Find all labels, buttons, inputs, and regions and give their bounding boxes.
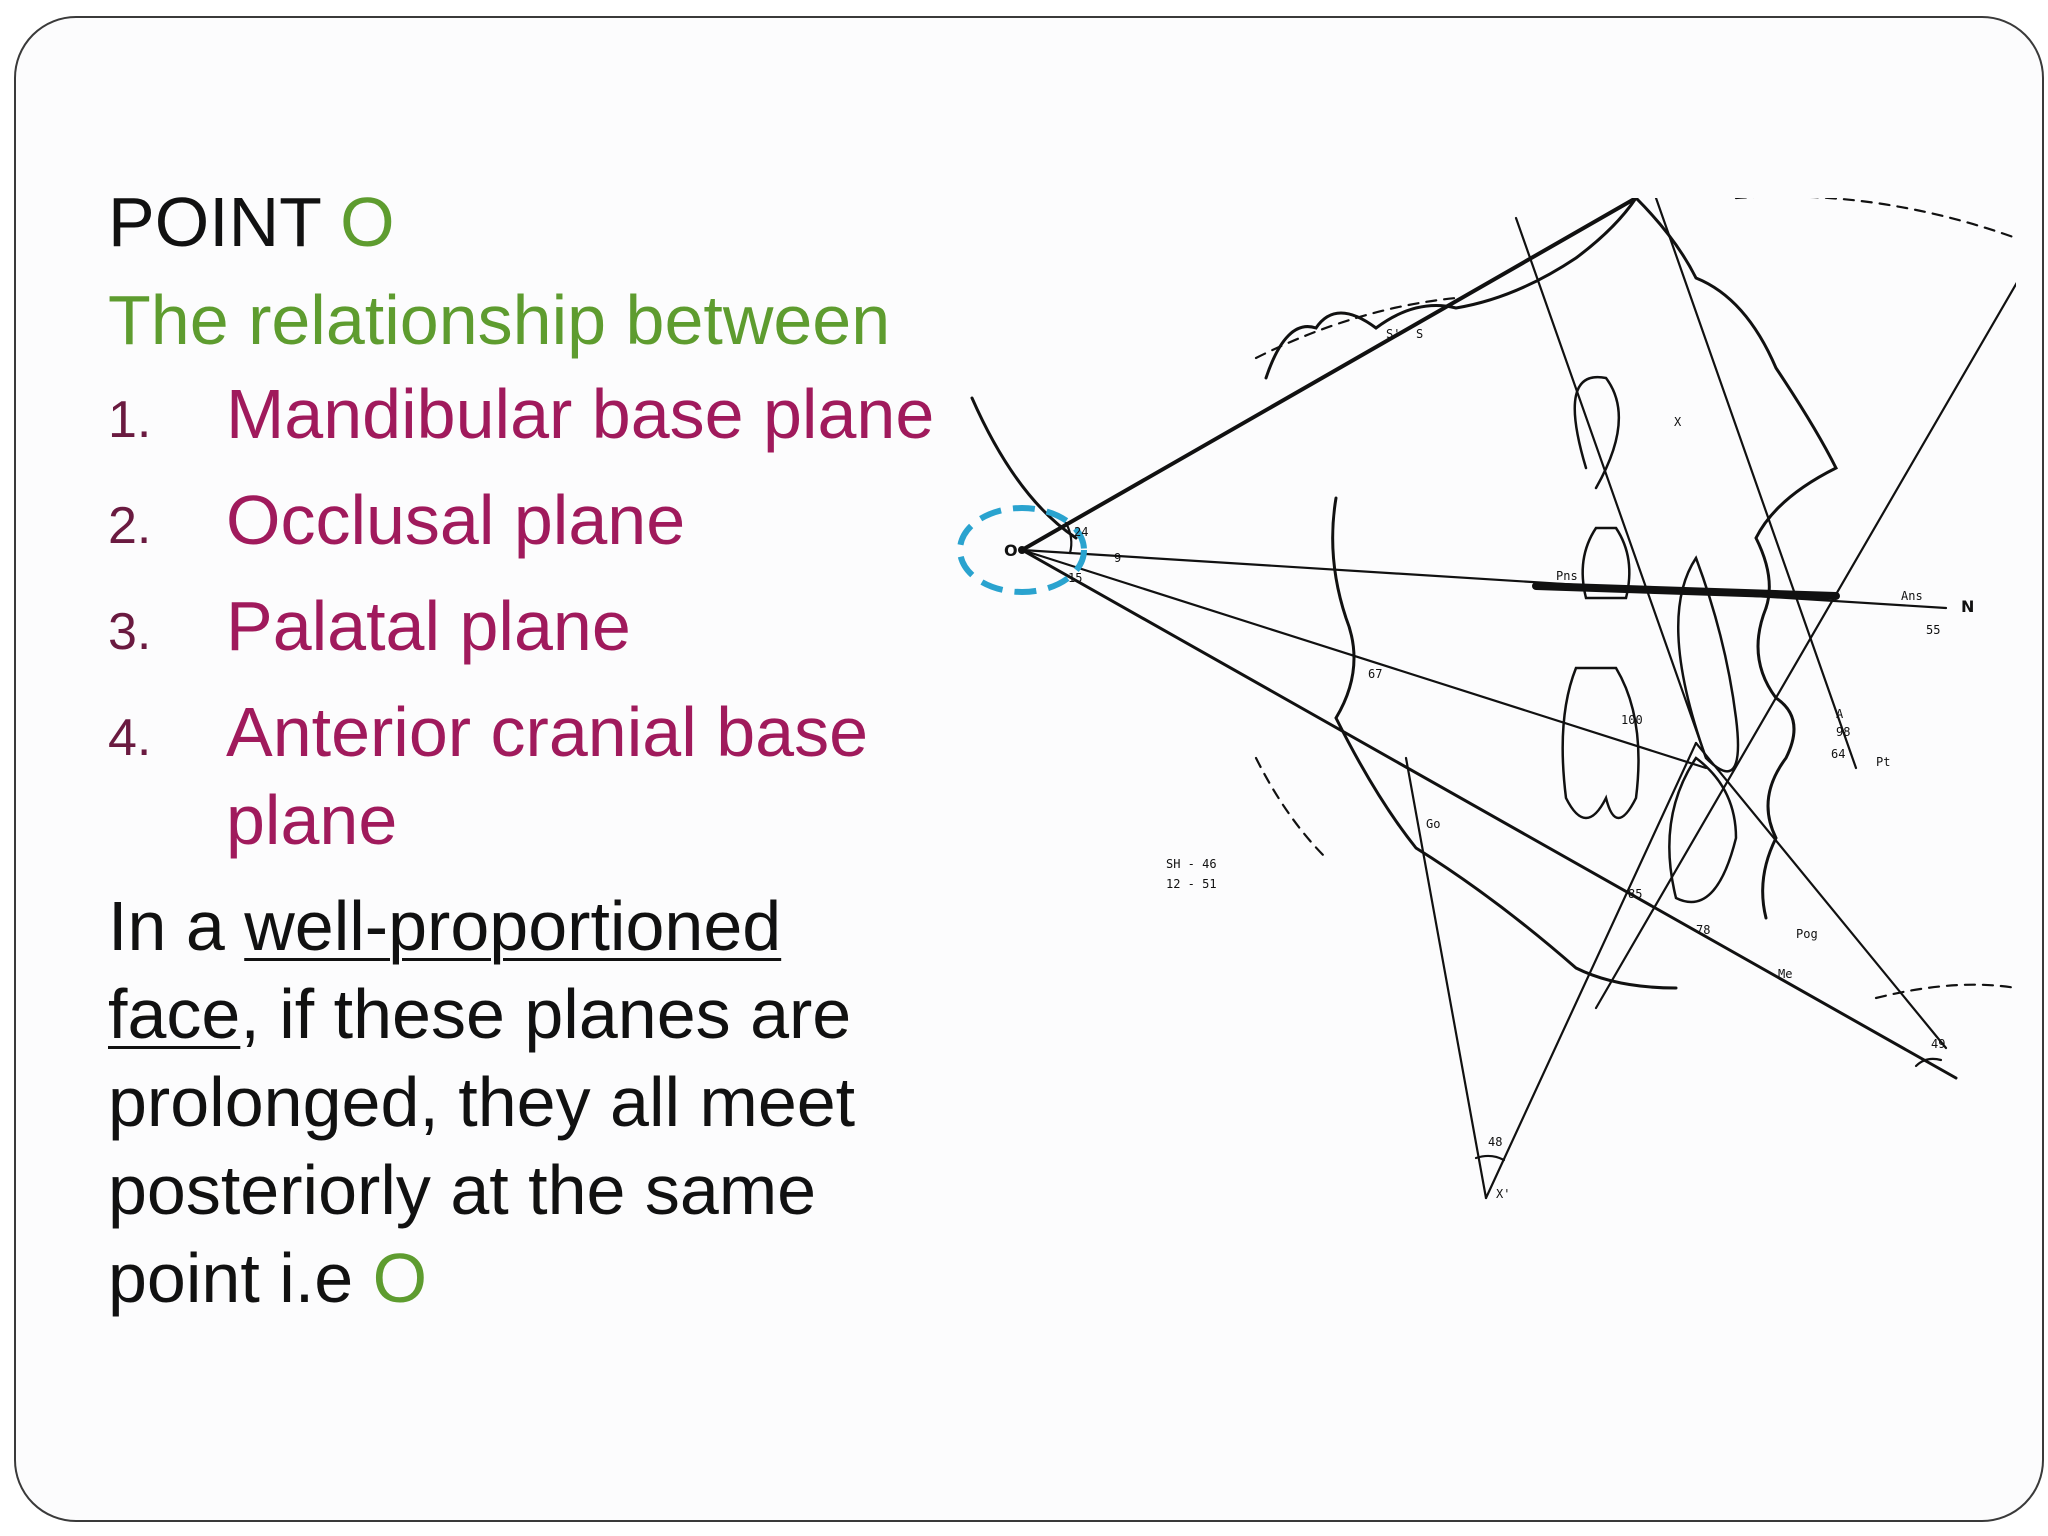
list-item: 4. Anterior cranial base plane <box>108 688 948 864</box>
point-o-dot <box>1018 546 1026 554</box>
list-number: 1. <box>108 391 152 449</box>
label-point-pog: Pog <box>1796 927 1818 941</box>
conclusion-underlined: well-proportioned face <box>108 887 782 1053</box>
dashed-arc <box>1254 756 1328 860</box>
intro-text: The relationship between <box>108 281 891 359</box>
ramus-outline <box>1331 496 1678 990</box>
angle-label: 98 <box>1836 725 1850 739</box>
angle-arc <box>1474 1154 1506 1162</box>
label-point-x-prime: X' <box>1496 1187 1510 1201</box>
point-o-highlight <box>957 505 1087 595</box>
angle-label: 64 <box>1831 747 1845 761</box>
facial-line <box>1594 281 2016 1010</box>
incisor-outline <box>1677 555 1740 773</box>
list-label: Occlusal plane <box>226 481 686 559</box>
posterior-vertical-line <box>1404 756 1488 1200</box>
label-point-pt: Pt <box>1876 755 1890 769</box>
angle-arc <box>1914 1057 1943 1068</box>
upper-line <box>1654 198 1858 770</box>
list-number: 2. <box>108 497 152 555</box>
list-number: 4. <box>108 709 152 767</box>
orbit-outline <box>1573 375 1621 490</box>
angle-label: 55 <box>1926 623 1940 637</box>
conclusion-text: In a well-proportioned face, if these pl… <box>108 882 948 1322</box>
sn-line <box>1514 216 1708 760</box>
title-prefix: POINT <box>108 183 321 261</box>
label-point-x: X <box>1674 415 1682 429</box>
slide-title: POINT O <box>108 178 948 266</box>
list-item: 1. Mandibular base plane <box>108 370 948 458</box>
conclusion-point: O <box>372 1239 428 1317</box>
molar-outline <box>1581 526 1631 600</box>
conclusion-before: In a <box>108 887 225 965</box>
dashed-arc <box>1254 296 1458 360</box>
list-item: 3. Palatal plane <box>108 582 948 670</box>
list-label: Palatal plane <box>226 587 631 665</box>
title-point: O <box>340 183 395 261</box>
text-column: POINT O The relationship between 1. Mand… <box>108 178 948 1322</box>
label-point-go: Go <box>1426 817 1440 831</box>
planes-list: 1. Mandibular base plane 2. Occlusal pla… <box>108 370 948 864</box>
label-point-s: S <box>1416 327 1423 341</box>
occlusal-plane-line <box>1020 548 1708 770</box>
incisor-outline <box>1668 756 1738 904</box>
list-label: Mandibular base plane <box>226 375 935 453</box>
list-label: Anterior cranial base plane <box>226 693 868 859</box>
angle-label: 15 <box>1068 571 1082 585</box>
face-profile <box>1756 606 1796 920</box>
angle-label: 67 <box>1368 667 1382 681</box>
angle-label: 85 <box>1628 887 1642 901</box>
list-number: 3. <box>108 603 152 661</box>
label-point-ans: Ans <box>1901 589 1923 603</box>
dashed-arc <box>1874 983 2016 1000</box>
label-point-n: N <box>1961 597 1974 616</box>
cephalometric-diagram: O N S S' X X' Pt Go Me A Ans Pns Pog 24 … <box>957 198 2016 1201</box>
palate-segment <box>1532 582 1840 600</box>
skull-profile <box>1264 198 1839 610</box>
label-point-o: O <box>1004 541 1018 560</box>
angle-label: 78 <box>1696 923 1710 937</box>
label-point-a: A <box>1836 707 1844 721</box>
conclusion-after: , if these planes are prolonged, they al… <box>108 975 856 1317</box>
angle-label: 100 <box>1621 713 1643 727</box>
list-item: 2. Occlusal plane <box>108 476 948 564</box>
label-point-pns: Pns <box>1556 569 1578 583</box>
anterior-vertical-line <box>1484 741 1698 1200</box>
angle-label: 24 <box>1074 525 1088 539</box>
palatal-plane-line <box>1020 548 1948 610</box>
label-point-s-prime: S' <box>1386 327 1400 341</box>
angle-label: 9 <box>1114 551 1121 565</box>
molar-outline <box>1561 666 1640 820</box>
incisor-line <box>1694 741 1948 1050</box>
mandibular-plane-line <box>1020 548 1958 1080</box>
dashed-arc <box>1734 198 2016 240</box>
angle-arc <box>1064 521 1073 555</box>
angle-label: 48 <box>1488 1135 1502 1149</box>
measurement-text: SH - 46 <box>1166 857 1217 871</box>
angle-label: 49 <box>1931 1037 1945 1051</box>
measurement-text: 12 - 51 <box>1166 877 1217 891</box>
slide: POINT O The relationship between 1. Mand… <box>14 16 2044 1522</box>
anterior-cranial-base-line <box>1020 198 1638 552</box>
label-point-me: Me <box>1778 967 1792 981</box>
